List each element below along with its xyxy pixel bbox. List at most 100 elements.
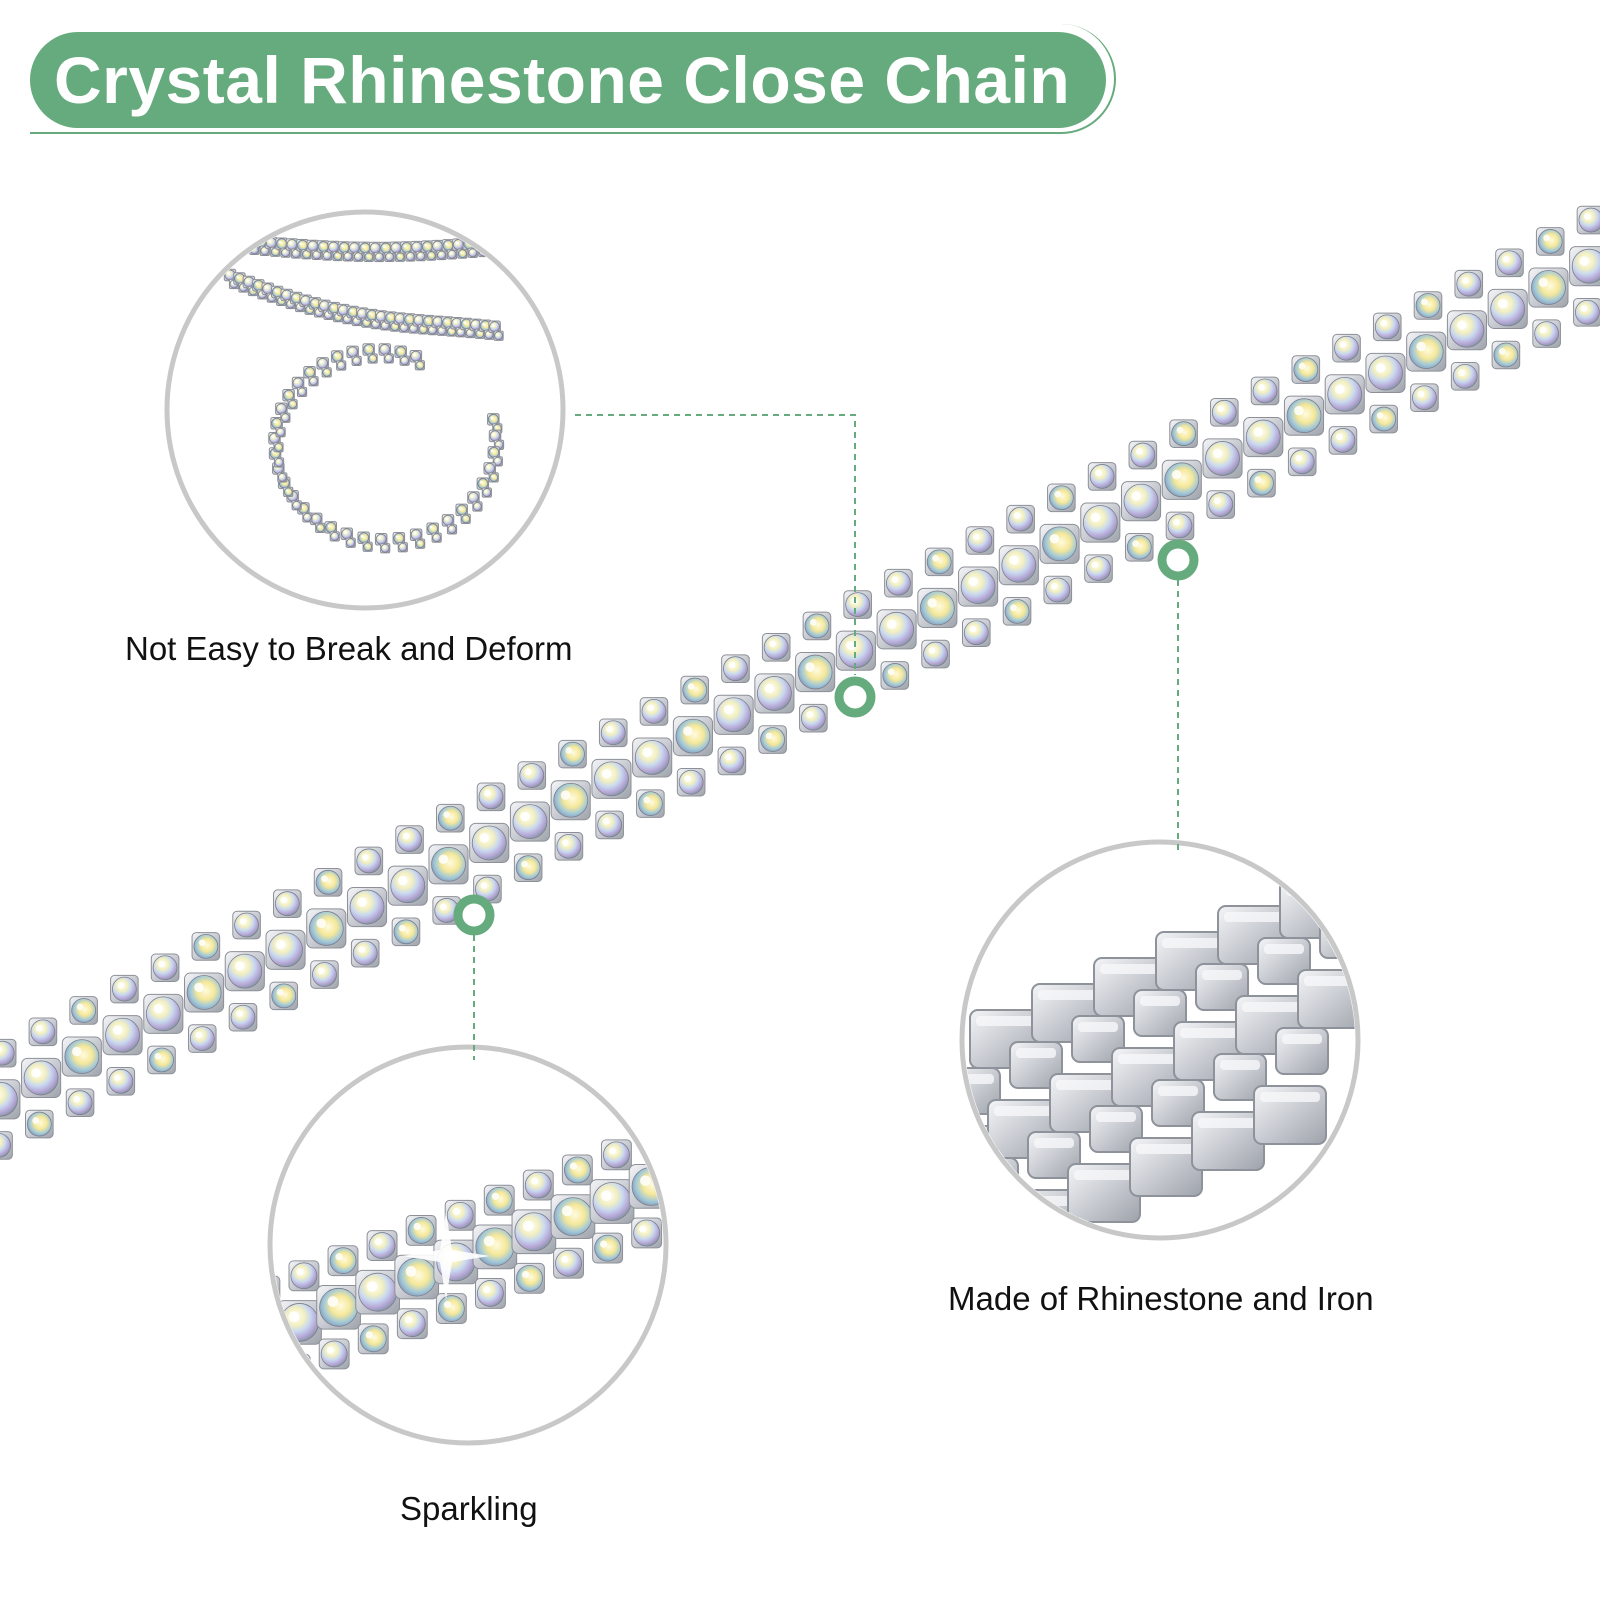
rhinestone (511, 1209, 557, 1255)
rhinestone (636, 789, 665, 818)
rhinestone (483, 235, 496, 249)
rhinestone (487, 413, 500, 426)
rhinestone (383, 353, 394, 364)
rhinestone (329, 531, 340, 542)
rhinestone (721, 654, 750, 683)
rhinestone (392, 532, 406, 545)
rhinestone (1002, 597, 1032, 626)
rhinestone (561, 1154, 593, 1186)
rhinestone (717, 746, 747, 776)
rhinestone (415, 251, 426, 262)
rhinestone (1165, 511, 1195, 541)
rhinestone (1450, 362, 1480, 391)
rhinestone (921, 639, 950, 669)
rhinestone (1576, 205, 1600, 235)
rhinestone (324, 521, 338, 534)
rhinestone (405, 251, 416, 262)
rhinestone (455, 503, 468, 517)
rhinestone (353, 251, 364, 262)
rhinestone (924, 547, 954, 577)
rhinestone (1087, 462, 1117, 491)
rhinestone (1410, 383, 1439, 413)
rhinestone (1039, 523, 1080, 564)
rhinestone (337, 303, 350, 317)
rhinestone (513, 853, 543, 883)
rhinestone (1287, 447, 1317, 477)
rhinestone (288, 1260, 320, 1292)
rhinestone (876, 609, 917, 650)
rhinestone (374, 533, 388, 546)
rhinestone (514, 1262, 545, 1294)
rhinestone (446, 524, 458, 535)
rhinestone (273, 457, 285, 468)
rhinestone (431, 532, 442, 543)
rhinestone (761, 633, 791, 662)
rhinestone (1532, 319, 1561, 348)
rhinestone (598, 718, 628, 748)
rhinestone (431, 315, 445, 329)
rhinestone (1406, 331, 1447, 372)
rhinestone (1495, 248, 1524, 278)
rhinestone (632, 737, 673, 778)
rhinestone (444, 1199, 476, 1231)
feature-caption-durability: Not Easy to Break and Deform (125, 630, 573, 667)
rhinestone (517, 761, 547, 790)
rhinestone (522, 1169, 554, 1201)
rhinestone (0, 1079, 21, 1120)
rhinestone (509, 801, 551, 842)
rhinestone (1528, 267, 1569, 308)
rhinestone (1202, 438, 1243, 479)
rhinestone (252, 279, 265, 292)
rhinestone (1006, 504, 1035, 534)
silver-claw-setting (1341, 853, 1355, 913)
rhinestone (1120, 481, 1162, 522)
chain-backside-detail (965, 845, 1355, 1235)
rhinestone (591, 758, 632, 799)
rhinestone (676, 767, 706, 797)
rhinestone (315, 522, 326, 533)
rhinestone (391, 917, 421, 947)
rhinestone (409, 349, 423, 363)
rhinestone (467, 247, 478, 258)
rhinestone (1247, 468, 1276, 498)
rhinestone (476, 782, 506, 812)
rhinestone (310, 960, 339, 989)
rhinestone (0, 1038, 17, 1068)
rhinestone (481, 487, 492, 498)
rhinestone (422, 314, 435, 328)
coiled-chain-detail (170, 215, 560, 605)
rhinestone (880, 661, 910, 690)
rhinestone (1332, 333, 1361, 363)
rhinestone (147, 1045, 176, 1075)
rhinestone (672, 716, 713, 757)
rhinestone (1413, 291, 1443, 320)
rhinestone (1291, 355, 1321, 384)
rhinestone (316, 357, 329, 370)
rhinestone (362, 541, 373, 552)
rhinestone (1243, 417, 1284, 458)
rhinestone (457, 248, 468, 259)
detail-circle-backside (959, 839, 1361, 1241)
silver-claw-setting (965, 1157, 1019, 1205)
silver-claw-setting (965, 1215, 1017, 1235)
rhinestone (998, 545, 1039, 586)
rhinestone (467, 491, 480, 504)
rhinestone (280, 412, 291, 423)
rhinestone (28, 1017, 58, 1047)
rhinestone (441, 514, 455, 527)
rhinestone (1084, 554, 1113, 583)
rhinestone (366, 1230, 398, 1262)
rhinestone (287, 399, 298, 410)
rhinestone (1446, 310, 1488, 351)
rhinestone (1535, 227, 1565, 256)
rhinestone (277, 472, 288, 483)
rhinestone (384, 251, 395, 263)
rhinestone (469, 822, 510, 864)
rhinestone (884, 568, 913, 598)
feature-caption-sparkling: Sparkling (400, 1490, 538, 1527)
rhinestone (265, 929, 306, 970)
rhinestone (1328, 426, 1358, 455)
rhinestone (1206, 490, 1236, 519)
rhinestone (958, 566, 999, 607)
rhinestone (394, 1254, 440, 1300)
